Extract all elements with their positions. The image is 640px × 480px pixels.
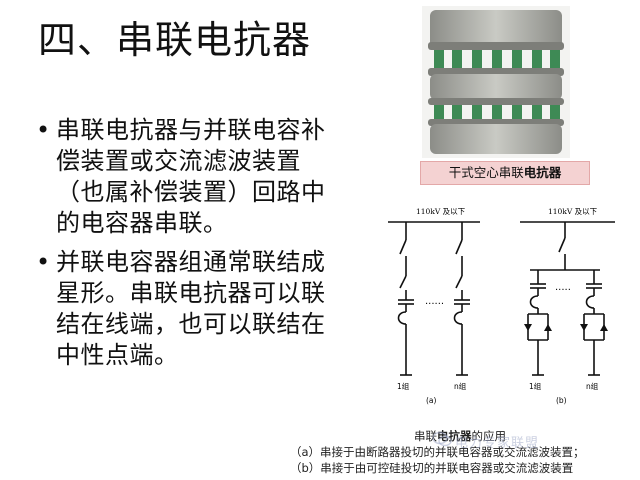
- bullet-list: • 串联电抗器与并联电容补偿装置或交流滤波装置（也属补偿装置）回路中的电容器串联…: [36, 115, 326, 379]
- right-ellipsis: .....: [555, 282, 571, 293]
- bullet-item-2: • 并联电容器组通常联结成星形。串联电抗器可以联结在线端，也可以联结在中性点端。: [36, 247, 326, 371]
- sub-label-a: (a): [426, 396, 437, 405]
- photo-caption-prefix: 干式空心串联: [448, 165, 524, 180]
- left-bus-label: 110kV 及以下: [416, 207, 466, 216]
- dry-air-core-reactor-photo: [422, 6, 570, 158]
- right-group-1-label: 1组: [529, 381, 542, 391]
- bullet-item-1: • 串联电抗器与并联电容补偿装置或交流滤波装置（也属补偿装置）回路中的电容器串联…: [36, 115, 326, 239]
- diagram-caption-b: （b）串接于由可控硅投切的并联电容器或交流滤波装置: [290, 461, 574, 475]
- slide-title: 四、串联电抗器: [38, 18, 312, 62]
- bullet-symbol: •: [36, 116, 51, 144]
- right-bus-label: 110kV 及以下: [548, 207, 598, 216]
- photo-caption: 干式空心串联电抗器: [420, 161, 590, 185]
- caption-title-suffix: 的应用: [471, 429, 507, 443]
- left-ellipsis: ......: [425, 296, 444, 307]
- sub-label-b: (b): [556, 396, 567, 405]
- watermark-text: 电力专家联盟: [455, 436, 540, 451]
- bullet-symbol: •: [36, 248, 51, 276]
- photo-caption-bold: 电抗器: [523, 165, 562, 180]
- caption-title-bold: 电抗器: [437, 429, 472, 443]
- right-group-n-label: n组: [586, 381, 599, 391]
- diagram-caption-title: 串联电抗器的应用: [340, 428, 580, 444]
- caption-title-prefix: 串联: [414, 429, 437, 443]
- reactor-application-diagram: 110kV 及以下 110kV 及以下 ...... ..... 1组 n组 1…: [388, 207, 615, 405]
- watermark-chat-icon: [432, 431, 452, 447]
- left-group-1-label: 1组: [397, 381, 410, 391]
- bullet-text: 串联电抗器与并联电容补偿装置或交流滤波装置（也属补偿装置）回路中的电容器串联。: [56, 116, 326, 237]
- diagram-caption-a: （a）串接于由断路器投切的并联电容器或交流滤波装置；: [290, 445, 585, 459]
- diagram-caption: 串联电抗器的应用 （a）串接于由断路器投切的并联电容器或交流滤波装置； （b）串…: [290, 428, 635, 476]
- left-group-n-label: n组: [454, 381, 467, 391]
- bullet-text: 并联电容器组通常联结成星形。串联电抗器可以联结在线端，也可以联结在中性点端。: [56, 248, 326, 369]
